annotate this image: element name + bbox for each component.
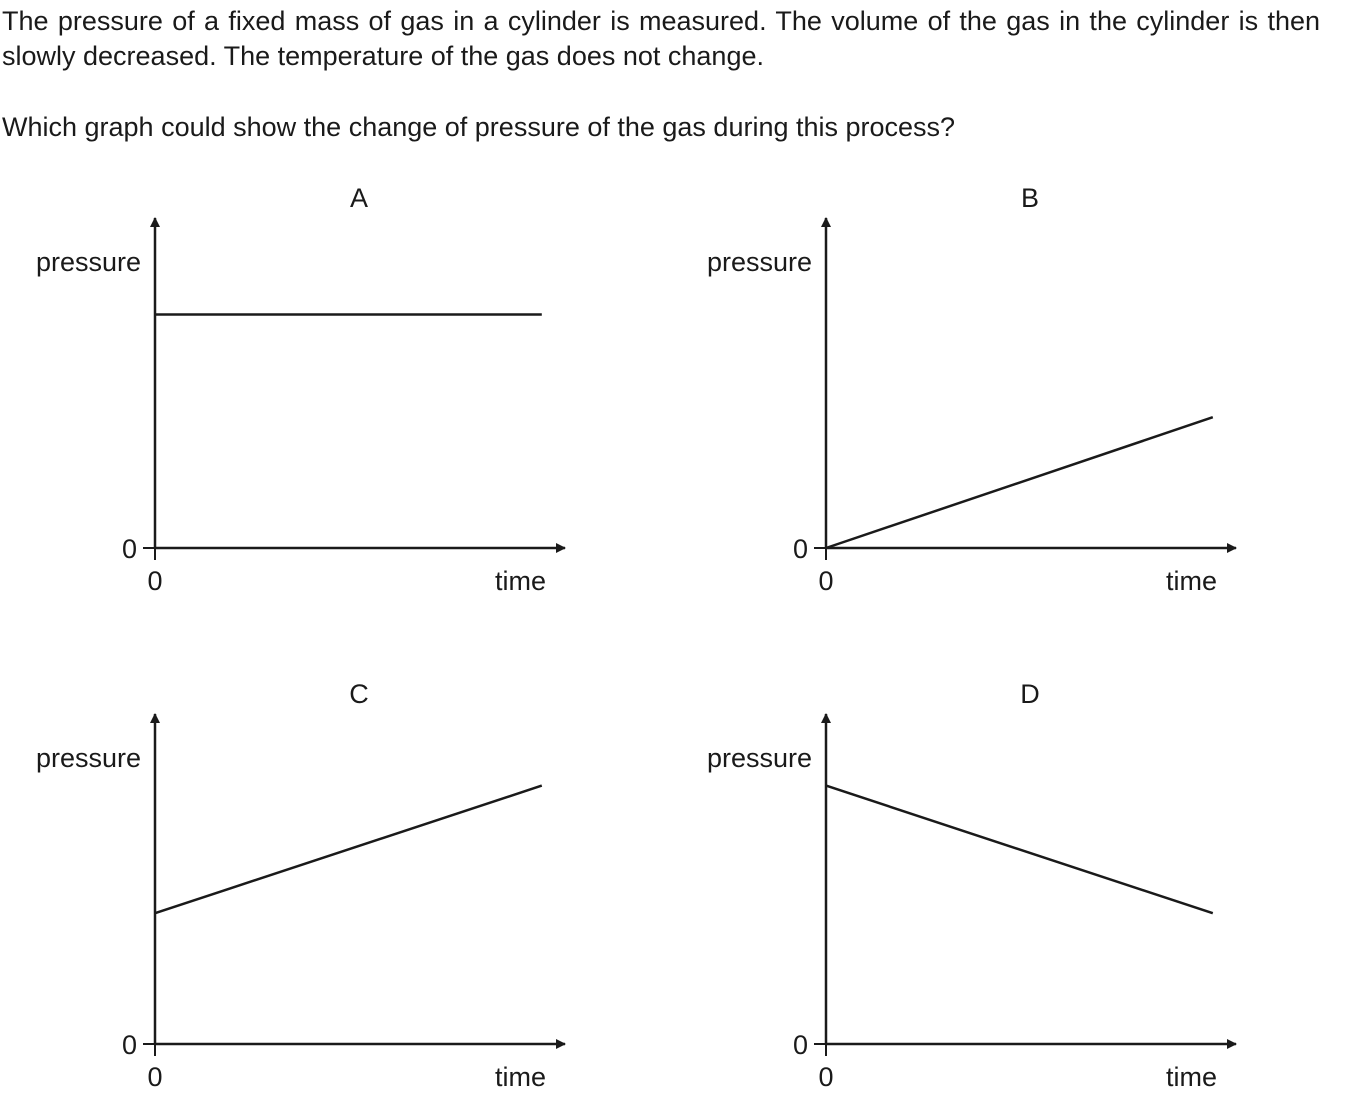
pressure-line: [825, 416, 1214, 550]
y-origin-label: 0: [122, 534, 137, 564]
question-text: The pressure of a fixed mass of gas in a…: [2, 6, 1320, 71]
x-origin-label: 0: [147, 566, 162, 596]
y-axis-label: pressure: [707, 743, 812, 773]
x-origin-label: 0: [818, 1062, 833, 1092]
pressure-line: [154, 784, 543, 915]
x-origin-label: 0: [818, 566, 833, 596]
x-axis-label: time: [1166, 566, 1217, 596]
y-origin-label: 0: [122, 1030, 137, 1060]
x-axis-label: time: [495, 1062, 546, 1092]
y-origin-label: 0: [793, 534, 808, 564]
graph-title: B: [1021, 183, 1039, 213]
graph-title: C: [349, 679, 369, 709]
x-origin-label: 0: [147, 1062, 162, 1092]
y-origin-label: 0: [793, 1030, 808, 1060]
y-axis-label: pressure: [707, 247, 812, 277]
y-axis-label: pressure: [36, 743, 141, 773]
y-axis-label: pressure: [36, 247, 141, 277]
question-prompt: Which graph could show the change of pre…: [2, 112, 956, 142]
graph-title: A: [350, 183, 368, 213]
pressure-line: [825, 784, 1214, 915]
x-axis-label: time: [1166, 1062, 1217, 1092]
graph-title: D: [1020, 679, 1040, 709]
x-axis-label: time: [495, 566, 546, 596]
